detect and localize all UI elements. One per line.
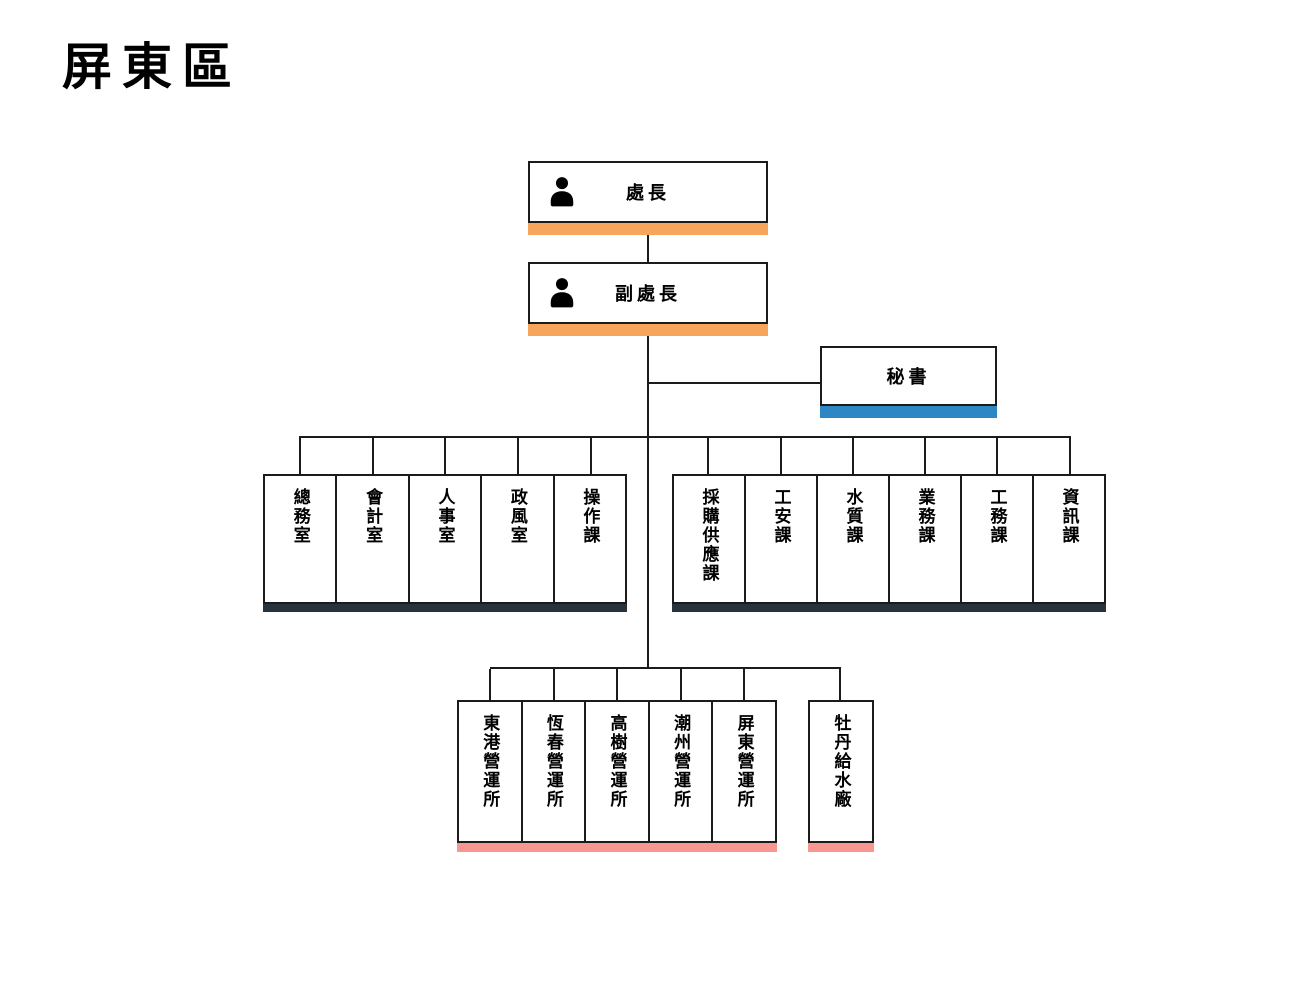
node-director: 處長 bbox=[528, 161, 768, 223]
org-node-label: 政風室 bbox=[507, 488, 527, 545]
node-station-0: 東港營運所 bbox=[459, 702, 521, 841]
drop-line bbox=[553, 669, 555, 700]
drop-line bbox=[924, 437, 926, 475]
org-node-label: 牡丹給水廠 bbox=[831, 714, 851, 809]
drop-line bbox=[444, 437, 446, 475]
node-station-3: 潮州營運所 bbox=[647, 702, 712, 841]
drop-line bbox=[590, 437, 592, 475]
distribution-line-upper bbox=[299, 436, 1071, 438]
org-node-label: 總務室 bbox=[290, 488, 310, 545]
org-node-label: 操作課 bbox=[580, 488, 600, 545]
node-section-2: 水質課 bbox=[816, 476, 888, 602]
director-underline bbox=[528, 223, 768, 235]
node-station-1: 恆春營運所 bbox=[520, 702, 585, 841]
drop-line bbox=[372, 437, 374, 475]
node-section-1: 工安課 bbox=[744, 476, 816, 602]
org-node-label: 高樹營運所 bbox=[607, 714, 627, 809]
drop-line bbox=[616, 669, 618, 700]
node-station-2: 高樹營運所 bbox=[584, 702, 648, 841]
drop-line bbox=[489, 669, 491, 700]
person-icon bbox=[545, 174, 579, 210]
drop-line bbox=[299, 437, 301, 475]
secretary-underline bbox=[820, 406, 997, 418]
node-secretary: 秘書 bbox=[820, 346, 997, 406]
org-node-label: 採購供應課 bbox=[699, 488, 719, 583]
staff-offices-underline bbox=[263, 604, 627, 612]
staff-offices-group: 總務室 會計室 人事室 政風室 操作課 bbox=[263, 474, 627, 604]
org-node-label: 工務課 bbox=[987, 488, 1007, 545]
node-staff-office-3: 政風室 bbox=[480, 476, 552, 602]
distribution-line-lower bbox=[490, 667, 841, 669]
service-stations-underline bbox=[457, 843, 777, 852]
node-staff-office-0: 總務室 bbox=[265, 476, 335, 602]
drop-line bbox=[839, 669, 841, 700]
org-node-label: 屏東營運所 bbox=[734, 714, 754, 809]
org-node-label: 人事室 bbox=[435, 488, 455, 545]
node-station-4: 屏東營運所 bbox=[711, 702, 775, 841]
water-plant-underline bbox=[808, 843, 874, 852]
sections-group: 採購供應課 工安課 水質課 業務課 工務課 資訊課 bbox=[672, 474, 1106, 604]
node-deputy-director: 副處長 bbox=[528, 262, 768, 324]
node-staff-office-1: 會計室 bbox=[335, 476, 407, 602]
node-director-label: 處長 bbox=[626, 183, 670, 203]
drop-line bbox=[743, 669, 745, 700]
page-title: 屏東區 bbox=[62, 39, 242, 95]
node-staff-office-2: 人事室 bbox=[407, 476, 480, 602]
drop-line bbox=[780, 437, 782, 475]
secretary-connector-line bbox=[649, 382, 820, 384]
node-section-0: 採購供應課 bbox=[674, 476, 744, 602]
node-secretary-label: 秘書 bbox=[886, 367, 931, 387]
org-node-label: 工安課 bbox=[771, 488, 791, 545]
node-section-3: 業務課 bbox=[888, 476, 960, 602]
org-node-label: 業務課 bbox=[915, 488, 935, 545]
person-icon bbox=[545, 275, 579, 311]
sections-underline bbox=[672, 604, 1106, 612]
node-deputy-director-label: 副處長 bbox=[615, 284, 681, 304]
drop-line bbox=[996, 437, 998, 475]
node-section-4: 工務課 bbox=[960, 476, 1032, 602]
service-stations-group: 東港營運所 恆春營運所 高樹營運所 潮州營運所 屏東營運所 bbox=[457, 700, 777, 843]
org-node-label: 水質課 bbox=[843, 488, 863, 545]
trunk-line bbox=[647, 336, 649, 668]
drop-line bbox=[707, 437, 709, 475]
node-section-5: 資訊課 bbox=[1032, 476, 1104, 602]
node-staff-office-4: 操作課 bbox=[552, 476, 625, 602]
drop-line bbox=[852, 437, 854, 475]
org-node-label: 東港營運所 bbox=[480, 714, 500, 809]
drop-line bbox=[1069, 437, 1071, 475]
deputy-underline bbox=[528, 324, 768, 336]
org-node-label: 恆春營運所 bbox=[543, 714, 563, 809]
connector-line bbox=[647, 235, 649, 262]
org-node-label: 資訊課 bbox=[1059, 488, 1079, 545]
node-water-plant: 牡丹給水廠 bbox=[808, 700, 874, 843]
org-node-label: 潮州營運所 bbox=[671, 714, 691, 809]
drop-line bbox=[517, 437, 519, 475]
org-node-label: 會計室 bbox=[363, 488, 383, 545]
drop-line bbox=[680, 669, 682, 700]
